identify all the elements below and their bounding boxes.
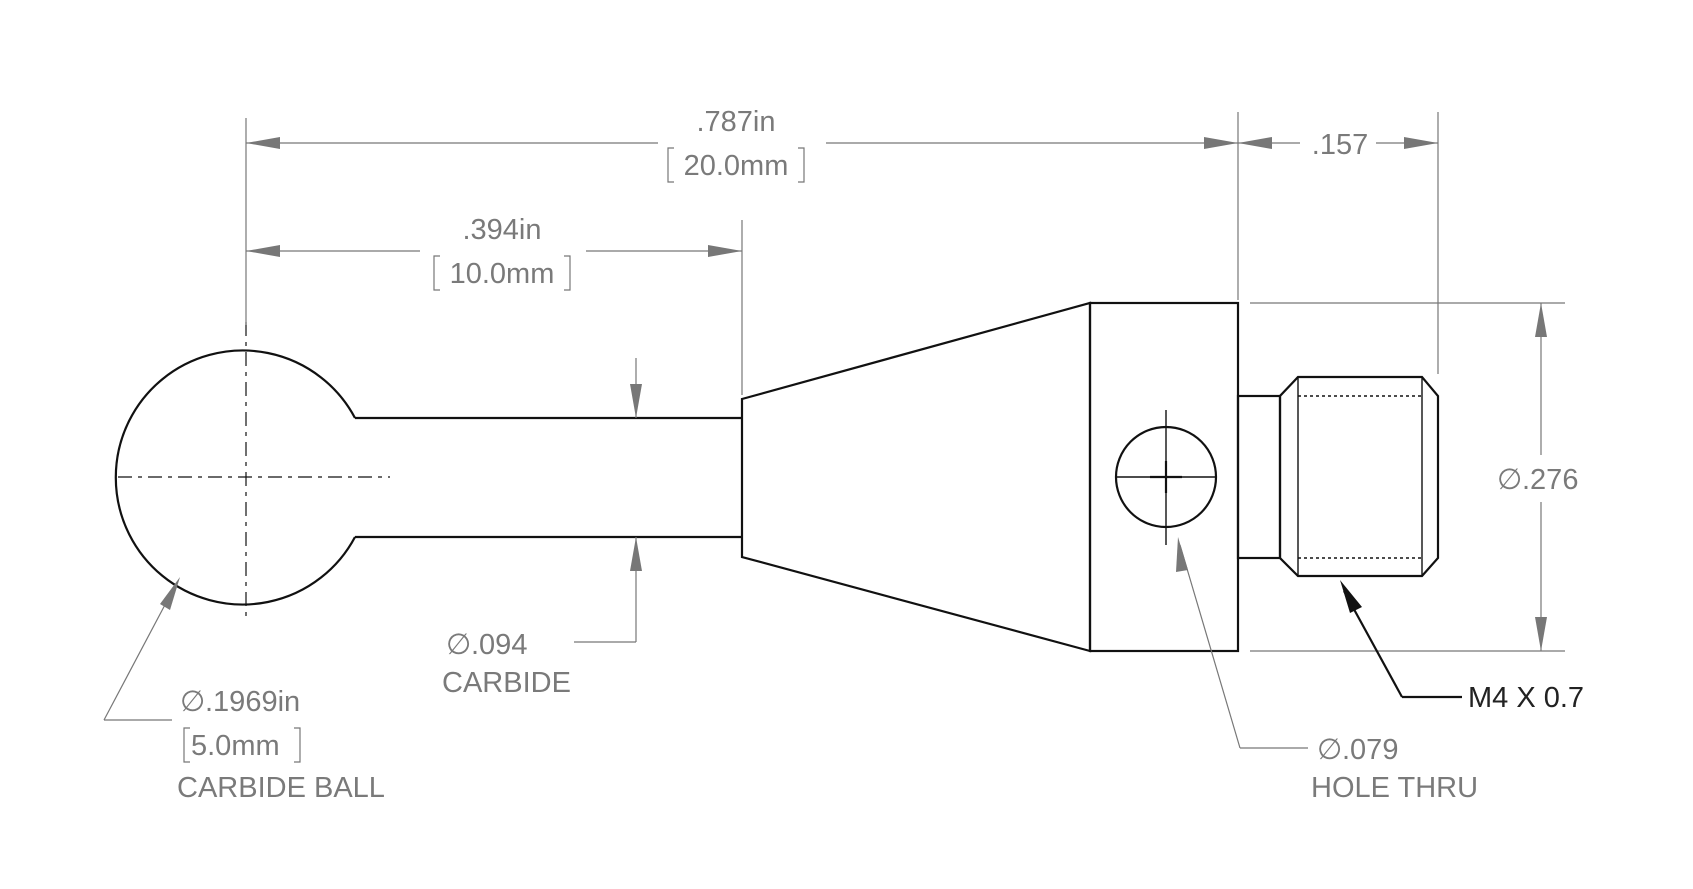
callout-hole-diameter-symbol: ∅ (1317, 734, 1342, 766)
dim-stem-diameter: ∅ .094 CARBIDE (442, 358, 642, 699)
dim-ball-mm-bracket-left (183, 727, 190, 763)
thread-neck (1236, 394, 1282, 560)
dim-stem-mm-label: 10.0mm (450, 258, 555, 290)
dim-overall-arrow-left (246, 137, 280, 149)
dim-ball-leader-diag (103, 583, 177, 721)
dim-overall-length: .787in 20.0mm (246, 106, 1238, 183)
dim-stem-arrow-right (708, 245, 742, 257)
dim-stemdia-arrow-bottom (630, 537, 642, 571)
callout-thread: M4 X 0.7 (1340, 580, 1584, 714)
dim-thread-length-label: .157 (1312, 129, 1368, 161)
dim-stem-arrow-left (246, 245, 280, 257)
part-outline (114, 301, 1440, 653)
thread-outline (1278, 375, 1440, 578)
cone (740, 301, 1092, 653)
dim-ball-diameter-symbol: ∅ (180, 686, 205, 718)
callout-thread-arrow (1340, 580, 1362, 613)
dim-thread-arrow-left (1238, 137, 1272, 149)
dim-body-arrow-bottom (1535, 617, 1547, 651)
dim-stem-length: .394in 10.0mm (246, 214, 742, 291)
dim-stemdia-arrow-top (630, 384, 642, 418)
dim-ball-material-label: CARBIDE BALL (177, 772, 385, 804)
callout-hole-diameter-label: .079 (1342, 734, 1398, 766)
dim-body-arrow-top (1535, 303, 1547, 337)
center-lines (118, 322, 1216, 622)
callout-hole-arrow (1176, 537, 1188, 572)
dim-ball-diameter-mm-label: 5.0mm (191, 730, 280, 762)
dim-overall-mm-bracket-right (798, 147, 805, 183)
dim-thread-length: .157 (1238, 129, 1438, 161)
dim-stem-mm-bracket-left (433, 255, 440, 291)
callout-hole: ∅ .079 HOLE THRU (1176, 537, 1478, 804)
dim-body-diameter-symbol: ∅ (1497, 464, 1522, 496)
callout-thread-label: M4 X 0.7 (1468, 682, 1584, 714)
extension-lines (245, 112, 1565, 652)
dim-stem-diameter-symbol: ∅ (446, 629, 471, 661)
dim-stem-inch-label: .394in (462, 214, 541, 246)
dim-body-diameter: ∅ .276 (1497, 303, 1578, 651)
dim-overall-mm-label: 20.0mm (684, 150, 789, 182)
dim-stem-material-label: CARBIDE (442, 667, 571, 699)
dim-stem-mm-bracket-right (564, 255, 571, 291)
dim-stem-diameter-label: .094 (471, 629, 527, 661)
dim-ball-leader-arrow (160, 577, 180, 610)
dim-thread-arrow-right (1404, 137, 1438, 149)
dim-overall-arrow-right (1204, 137, 1238, 149)
dim-ball-mm-bracket-right (294, 727, 301, 763)
dim-ball-diameter-inch-label: .1969in (205, 686, 300, 718)
callout-hole-leader-diag (1179, 544, 1241, 749)
dim-overall-mm-bracket-left (667, 147, 674, 183)
dim-ball-diameter: ∅ .1969in 5.0mm CARBIDE BALL (103, 577, 385, 804)
dim-overall-inch-label: .787in (696, 106, 775, 138)
dim-body-diameter-label: .276 (1522, 464, 1578, 496)
callout-hole-note-label: HOLE THRU (1311, 772, 1478, 804)
carbide-ball (114, 349, 356, 606)
